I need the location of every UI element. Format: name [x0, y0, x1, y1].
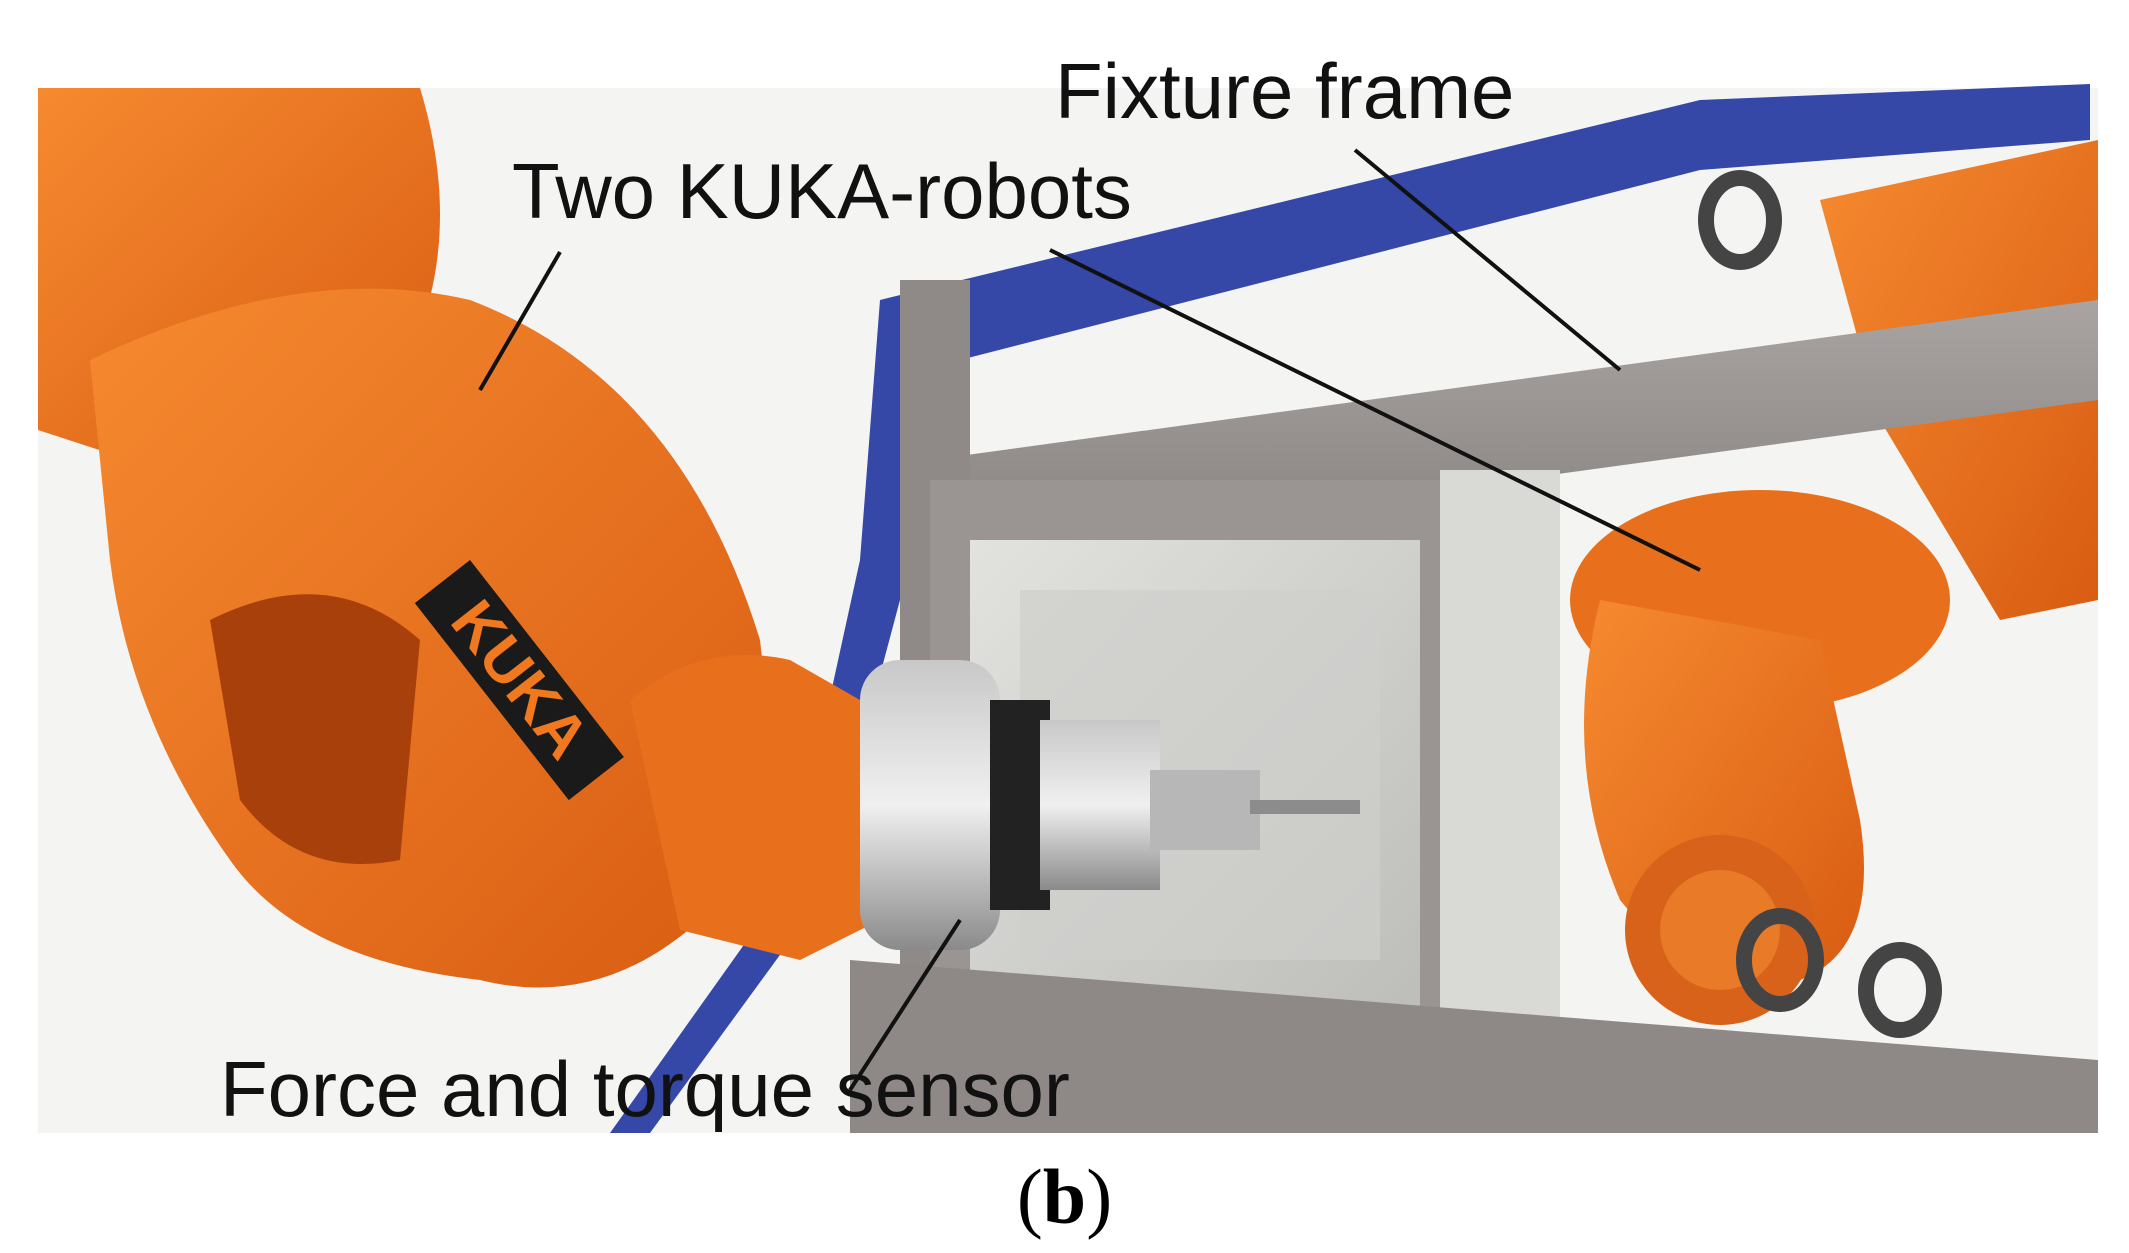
two-kuka-robots-label: Two KUKA-robots	[512, 147, 1132, 235]
left-kuka-robot: KUKA	[38, 88, 880, 988]
caption-close-paren: )	[1086, 1153, 1113, 1240]
figure-caption: (b)	[0, 1152, 2129, 1242]
fixture-right-column	[1440, 470, 1560, 1070]
force-torque-sensor	[860, 660, 1360, 950]
eye-bolts	[1698, 170, 1942, 1038]
leader-kuka-left	[478, 250, 562, 392]
caption-open-paren: (	[1016, 1153, 1043, 1240]
blue-rail	[610, 84, 2090, 1133]
leader-lines	[478, 148, 1701, 1092]
leader-sensor	[848, 918, 962, 1092]
force-torque-sensor-label: Force and torque sensor	[220, 1045, 1070, 1133]
fixture-frame-label: Fixture frame	[1055, 47, 1515, 135]
caption-letter: b	[1042, 1153, 1087, 1240]
leader-kuka-right	[1049, 248, 1701, 572]
leader-fixture-frame	[1353, 148, 1622, 372]
fixture-frame-bottom-beam	[850, 960, 2098, 1133]
